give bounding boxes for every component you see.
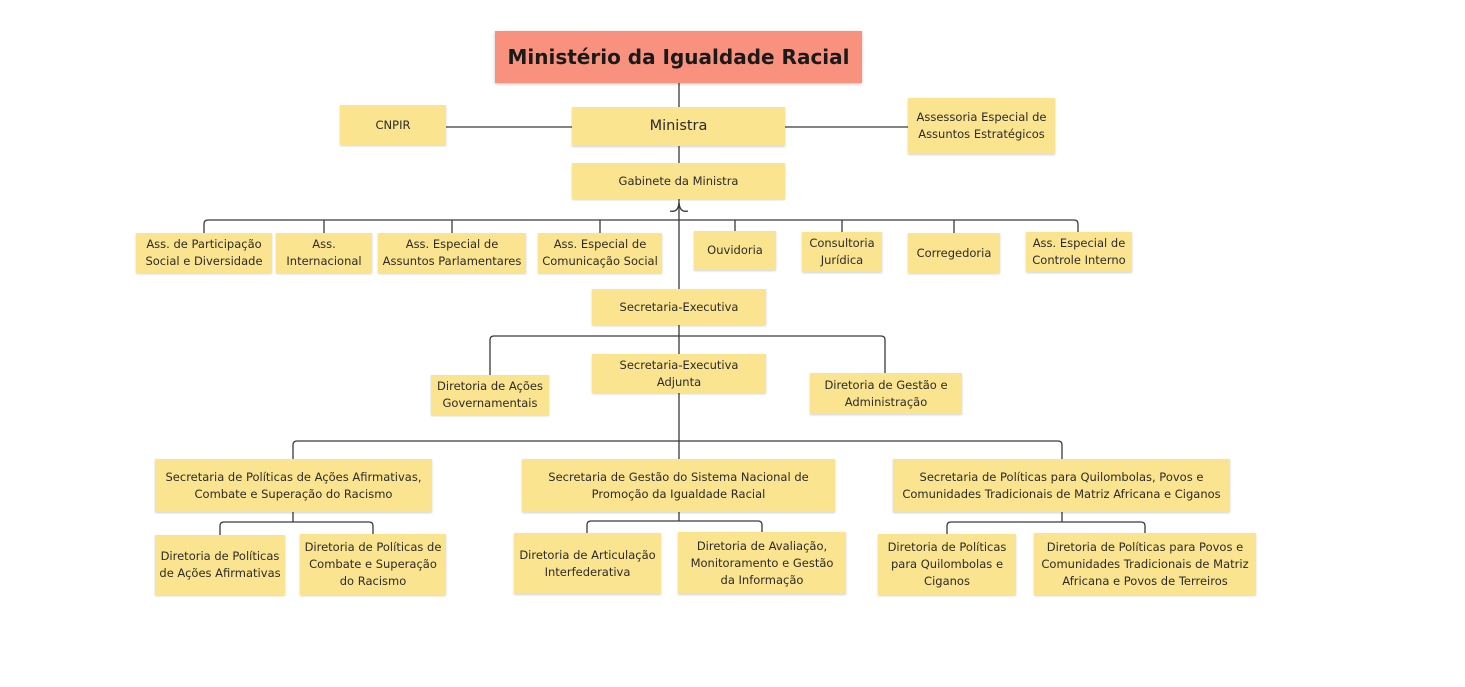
node-consultoria-juridica: Consultoria Jurídica	[802, 232, 882, 272]
node-diretoria-acoes-governamentais: Diretoria de Ações Governamentais	[431, 375, 549, 415]
node-ministra: Ministra	[572, 107, 785, 146]
node-cnpir: CNPIR	[340, 105, 446, 145]
node-assessoria-participacao: Ass. de Participação Social e Diversidad…	[136, 233, 272, 273]
connector-assessorias-bus	[203, 219, 1079, 233]
node-diretoria-gestao-administracao: Diretoria de Gestão e Administração	[810, 373, 962, 414]
node-controle-interno: Ass. Especial de Controle Interno	[1026, 232, 1132, 272]
connector-secretarias-bus	[292, 440, 1063, 459]
node-secretaria-gestao-sistema: Secretaria de Gestão do Sistema Nacional…	[522, 459, 835, 512]
node-assessoria-comunicacao: Ass. Especial de Comunicação Social	[538, 233, 662, 273]
node-diretoria-povos-tradicionais: Diretoria de Políticas para Povos e Comu…	[1034, 533, 1256, 595]
connector-executiva-bus	[489, 335, 886, 375]
connector-gab-right	[678, 202, 689, 212]
connector-s2-bus	[586, 520, 763, 533]
node-corregedoria: Corregedoria	[908, 233, 1000, 273]
node-ouvidoria: Ouvidoria	[694, 231, 776, 270]
node-secretaria-quilombolas: Secretaria de Políticas para Quilombolas…	[893, 459, 1230, 512]
node-diretoria-articulacao: Diretoria de Articulação Interfederativa	[514, 533, 661, 594]
node-secretaria-acoes-afirmativas: Secretaria de Políticas de Ações Afirmat…	[155, 459, 432, 512]
node-diretoria-avaliacao: Diretoria de Avaliação, Monitoramento e …	[678, 532, 846, 594]
node-assessoria-internacional: Ass. Internacional	[276, 233, 372, 273]
node-diretoria-quilombolas: Diretoria de Políticas para Quilombolas …	[878, 534, 1016, 595]
connector-gab-left	[669, 202, 680, 212]
connector-s1-bus	[219, 521, 374, 535]
node-gabinete: Gabinete da Ministra	[572, 163, 785, 199]
node-diretoria-combate-racismo: Diretoria de Políticas de Combate e Supe…	[300, 534, 446, 595]
connector-s3-bus	[946, 521, 1146, 534]
node-secretaria-executiva: Secretaria-Executiva	[592, 289, 766, 325]
node-assessoria-estrategica: Assessoria Especial de Assuntos Estratég…	[908, 98, 1055, 154]
node-diretoria-acoes-afirmativas: Diretoria de Políticas de Ações Afirmati…	[155, 535, 285, 595]
ministry-title: Ministério da Igualdade Racial	[495, 31, 862, 83]
node-secretaria-executiva-adjunta: Secretaria-Executiva Adjunta	[592, 354, 766, 393]
node-assessoria-parlamentar: Ass. Especial de Assuntos Parlamentares	[378, 233, 526, 273]
